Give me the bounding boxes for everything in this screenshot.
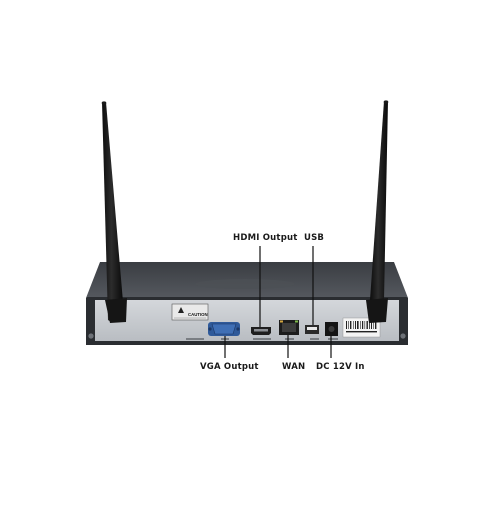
left-antenna-tip xyxy=(101,101,107,105)
right-antenna xyxy=(370,101,388,320)
hdmi-output-label: HDMI Output xyxy=(233,233,298,243)
usb-label-mark xyxy=(310,338,319,340)
wan-led xyxy=(280,320,283,323)
left-antenna-base xyxy=(105,298,127,323)
wan-label: WAN xyxy=(282,362,306,372)
screw-right xyxy=(400,333,406,339)
vga-port xyxy=(211,323,237,335)
right-antenna-tip xyxy=(383,100,389,104)
screw-left xyxy=(88,333,94,339)
left-antenna xyxy=(102,102,123,322)
dc-12v-in-label: DC 12V In xyxy=(316,362,365,372)
right-antenna-base xyxy=(366,298,388,323)
right-frame-accent xyxy=(399,298,408,345)
audio-label-mark xyxy=(186,338,204,340)
wan-label-mark xyxy=(285,338,294,340)
caution-text: CAUTION xyxy=(188,312,208,317)
dc-jack-hole xyxy=(328,326,335,332)
usb-label: USB xyxy=(304,233,325,243)
dc-label-mark xyxy=(328,338,338,340)
vga-output-label: VGA Output xyxy=(200,362,259,372)
vga-screw-right xyxy=(236,327,240,331)
wan-port-inner xyxy=(282,323,296,332)
wan-led-2 xyxy=(295,320,298,323)
barcode-icon xyxy=(346,321,377,333)
top-recess xyxy=(195,279,295,289)
warning-triangle-icon xyxy=(178,307,184,313)
hdmi-label-mark xyxy=(253,338,271,340)
usb-port-tongue xyxy=(307,327,317,330)
hdmi-port-inner xyxy=(254,329,268,332)
vga-screw-left xyxy=(208,327,212,331)
left-frame-accent xyxy=(86,298,95,345)
